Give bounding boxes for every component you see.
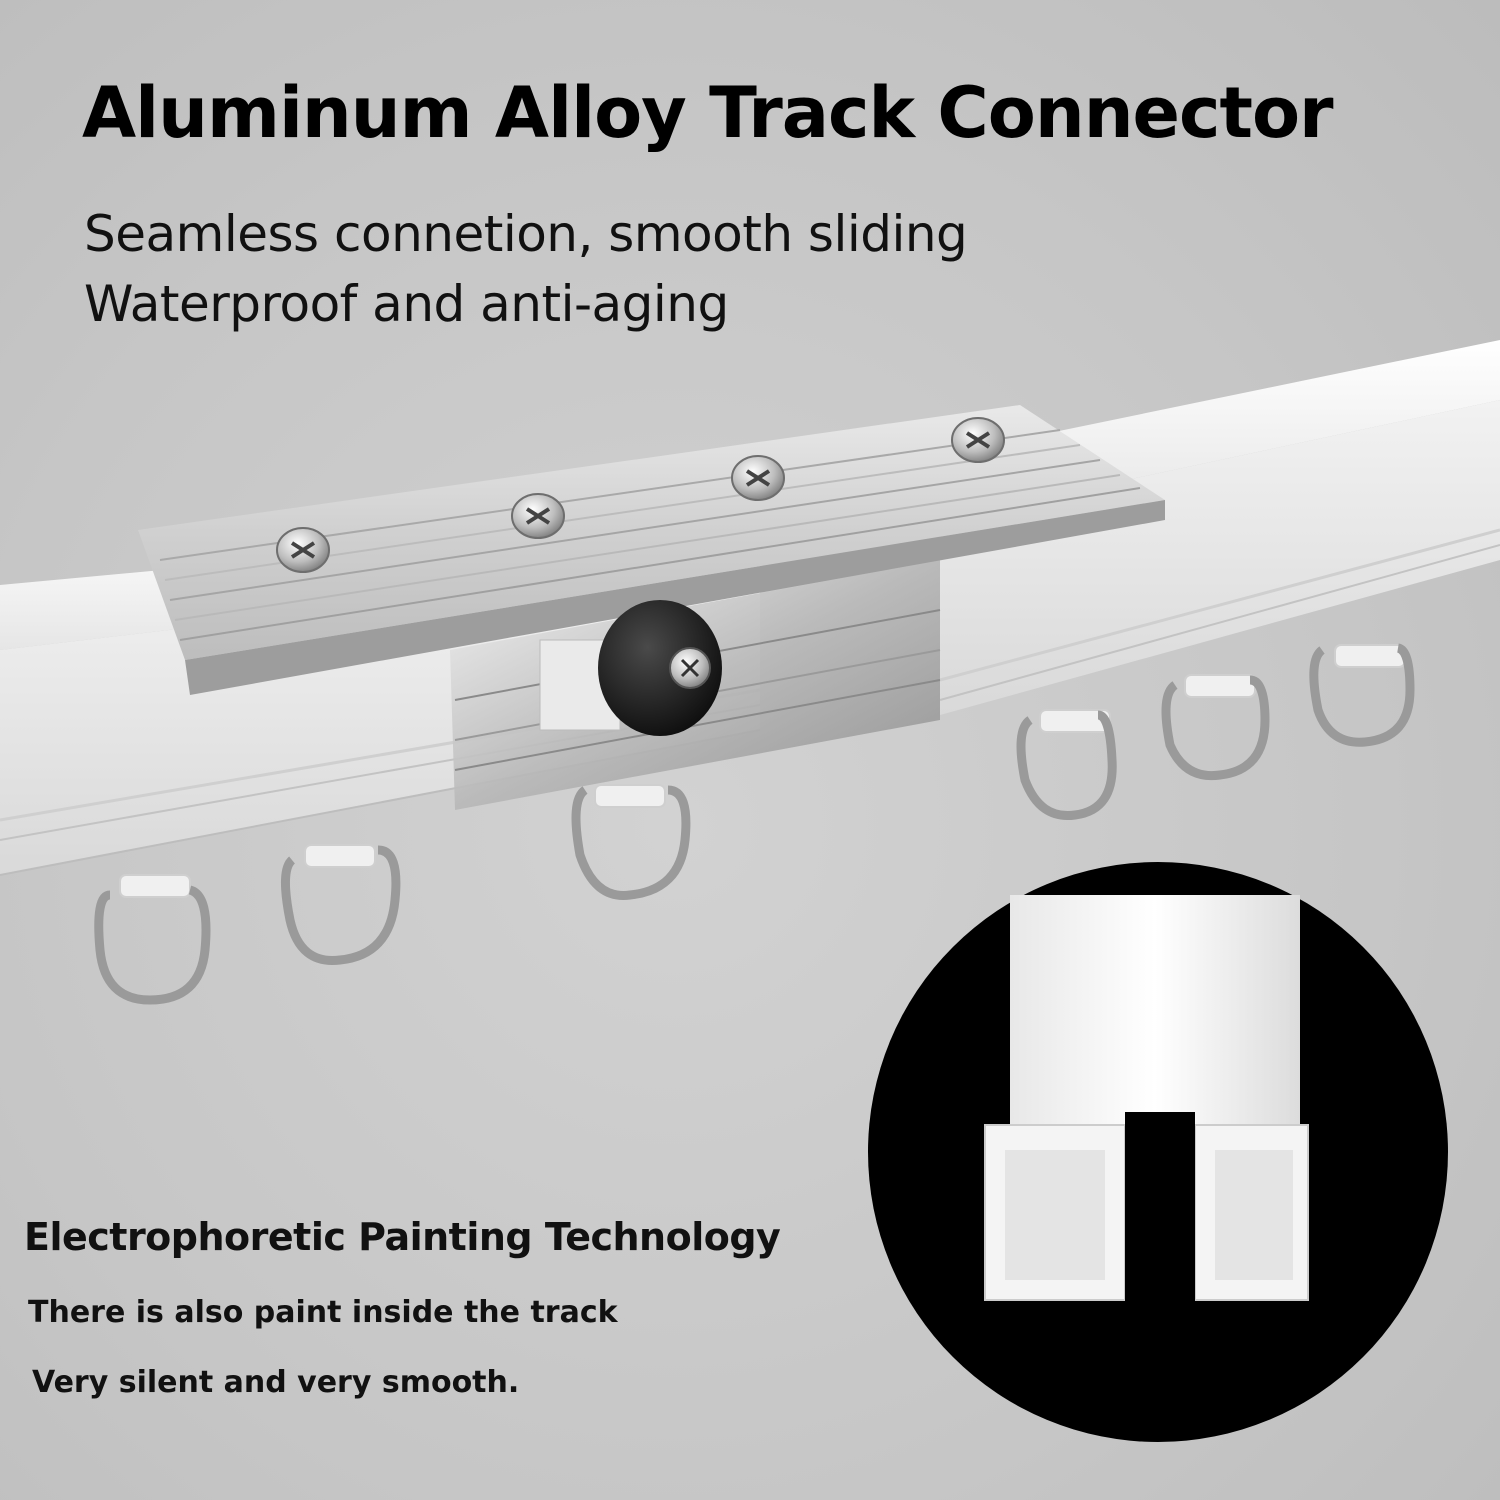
screw-icon [951,417,1005,463]
screw-icon [511,493,565,539]
roller-wheel-icon [539,600,722,736]
subtitle-line: Seamless connetion, smooth sliding [84,205,968,263]
feature-line: There is also paint inside the track [28,1295,618,1330]
ring-hook-icon [1309,643,1415,747]
page-title: Aluminum Alloy Track Connector [82,72,1334,154]
screw-icon [276,527,330,573]
subtitle-line: Waterproof and anti-aging [84,275,729,333]
ring-hook-icon [571,784,691,900]
aluminum-connector-plate [138,405,1165,695]
ring-hook-icon [280,844,401,965]
ring-hook-icon [94,874,211,1005]
feature-heading: Electrophoretic Painting Technology [24,1215,781,1259]
screw-icon [731,455,785,501]
ring-hook-icon [1161,674,1270,781]
track-cross-section-inset [868,862,1448,1442]
ring-hook-icon [1016,709,1117,821]
feature-line: Very silent and very smooth. [32,1365,520,1400]
